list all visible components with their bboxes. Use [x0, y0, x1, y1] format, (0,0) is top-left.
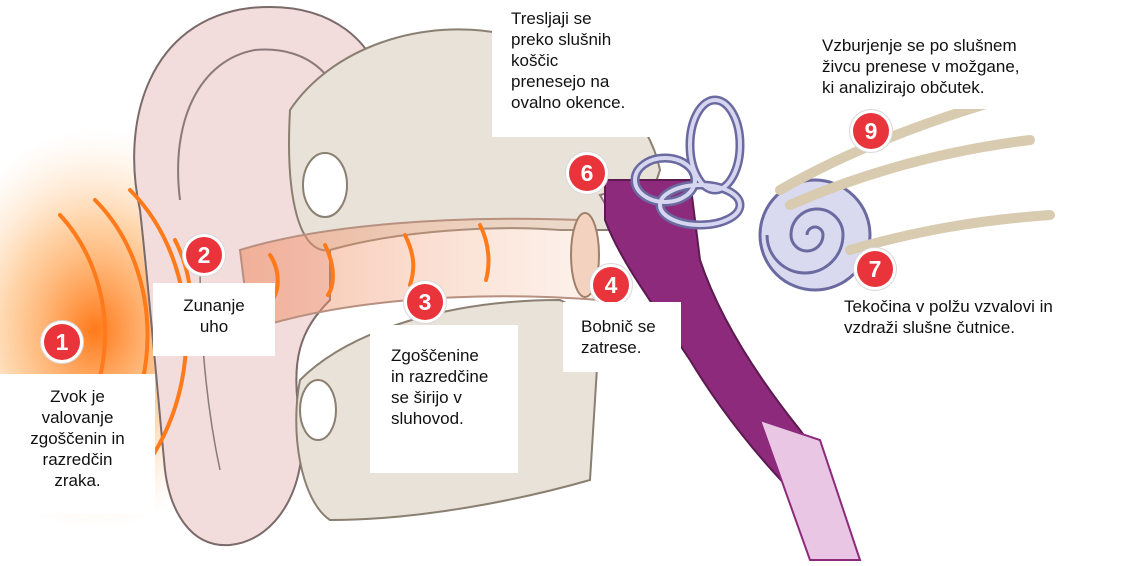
label-cochlea: Tekočina v polžu vzvalovi in vzdraži slu…	[830, 294, 1122, 350]
label-ear-canal: Zgoščenine in razredčine se širijo v slu…	[370, 325, 518, 473]
label-eardrum: Bobnič se zatrese.	[563, 302, 681, 372]
step-badge-9: 9	[853, 113, 889, 149]
step-badge-7: 7	[857, 251, 893, 287]
step-badge-6: 6	[569, 155, 605, 191]
step-badge-2: 2	[186, 237, 222, 273]
label-auditory-nerve: Vzburjenje se po slušnem živcu prenese v…	[808, 31, 1058, 109]
label-outer-ear: Zunanje uho	[153, 283, 275, 356]
step-badge-1: 1	[44, 324, 80, 360]
label-ossicles: Tresljaji se preko slušnih koščic prenes…	[492, 0, 672, 137]
step-badge-3: 3	[407, 284, 443, 320]
label-sound-wave: Zvok je valovanje zgoščenin in razredčin…	[0, 374, 155, 514]
step-badge-4: 4	[593, 267, 629, 303]
